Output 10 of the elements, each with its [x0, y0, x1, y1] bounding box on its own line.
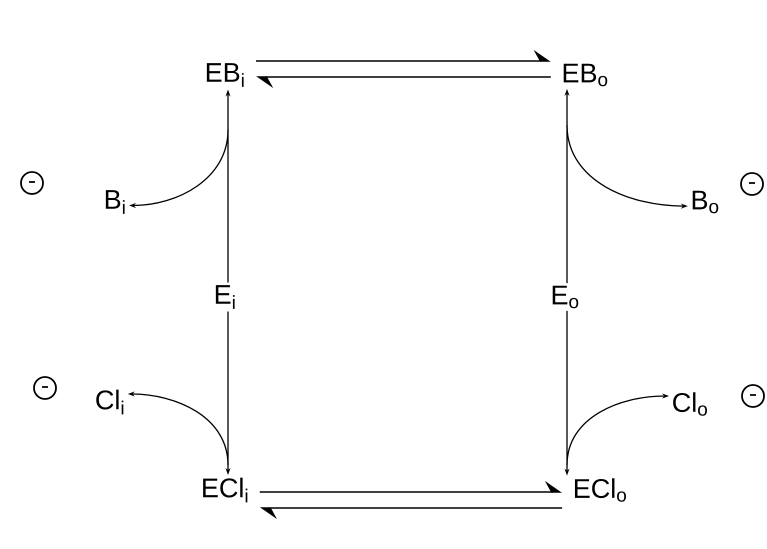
state-label: Cl$_{i}$	[96, 390, 124, 414]
state-label: EB$_{o}$	[564, 64, 608, 86]
state-label: ECl$_{o}$	[574, 478, 626, 502]
state-label: E$_{o}$	[552, 286, 578, 308]
state-label: E$_{i}$	[216, 285, 235, 309]
state-label: B$_{o}$	[692, 190, 718, 214]
state-label: ECl$_{i}$	[203, 478, 248, 502]
state-label: B$_{i}$	[106, 190, 125, 214]
state-label: EB$_{i}$	[206, 63, 244, 87]
state-label: Cl$_{o}$	[673, 392, 707, 416]
